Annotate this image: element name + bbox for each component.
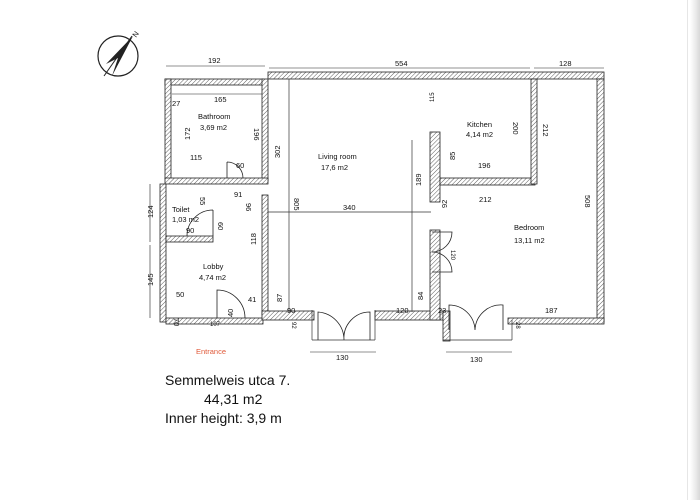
dim-92b: 92 <box>440 200 449 208</box>
room-toilet: Toilet 1,03 m2 <box>172 205 199 224</box>
dim-lobby-41: 41 <box>248 295 256 304</box>
dim-lobby-70: 70 <box>172 318 181 326</box>
room-lobby: Lobby 4,74 m2 <box>199 262 226 282</box>
dim-lobby-107: 107 <box>210 322 221 328</box>
entrance-label: Entrance <box>196 347 226 356</box>
room-kitchen: Kitchen 4,14 m2 <box>466 120 493 139</box>
caption-area: 44,31 m2 <box>204 391 263 407</box>
dim-23: 23 <box>438 306 446 315</box>
room-lobby-name: Lobby <box>203 262 224 271</box>
room-living-area: 17,6 m2 <box>321 163 348 172</box>
dim-212-mid: 212 <box>479 195 492 204</box>
dim-top-left: 192 <box>208 56 221 65</box>
dim-115: 115 <box>430 92 436 102</box>
dim-120-door: 120 <box>449 250 455 261</box>
dimension-lines <box>149 65 604 353</box>
dim-toilet-90: 90 <box>186 226 194 235</box>
dim-120-bottom: 120 <box>396 306 409 315</box>
caption-address: Semmelweis utca 7. <box>165 372 291 388</box>
room-bathroom: Bathroom 3,69 m2 <box>198 112 231 132</box>
dim-top-mid: 554 <box>395 59 408 68</box>
dim-508: 508 <box>583 195 592 208</box>
dim-90: 90 <box>287 306 295 315</box>
dim-lobby-118: 118 <box>249 233 258 245</box>
dim-lobby-50: 50 <box>176 290 184 299</box>
dim-toilet-124: 124 <box>146 205 155 218</box>
dim-85: 85 <box>448 152 457 160</box>
dim-91: 91 <box>234 190 242 199</box>
caption-height: Inner height: 3,9 m <box>165 410 282 426</box>
dim-196: 196 <box>478 161 491 170</box>
north-arrow-icon: N <box>97 29 141 77</box>
doors <box>186 161 504 341</box>
dim-200: 200 <box>511 122 520 135</box>
room-bathroom-name: Bathroom <box>198 112 231 121</box>
dim-130-a: 130 <box>336 353 349 362</box>
room-toilet-area: 1,03 m2 <box>172 215 199 224</box>
dim-340: 340 <box>343 203 356 212</box>
room-living-name: Living room <box>318 152 357 161</box>
room-living-room: Living room 17,6 m2 <box>318 152 357 172</box>
room-bedroom-name: Bedroom <box>514 223 544 232</box>
dim-lobby-40: 40 <box>226 309 235 317</box>
interior-lines <box>268 79 513 341</box>
dim-130-b: 130 <box>470 355 483 364</box>
room-bedroom: Bedroom 13,11 m2 <box>514 223 545 245</box>
dim-187: 187 <box>545 306 558 315</box>
dim-87: 87 <box>275 294 284 302</box>
page-edge-line <box>687 0 688 500</box>
dim-bath-165: 165 <box>214 95 227 104</box>
dim-toilet-55: 55 <box>198 197 207 205</box>
dim-805: 805 <box>292 198 301 211</box>
walls <box>159 71 605 342</box>
room-bathroom-area: 3,69 m2 <box>200 123 227 132</box>
dim-bath-60: 60 <box>236 161 244 170</box>
dim-bath-115: 115 <box>190 153 202 162</box>
room-toilet-name: Toilet <box>172 205 190 214</box>
dim-92: 92 <box>290 322 296 329</box>
dim-212-right: 212 <box>541 124 550 137</box>
dim-lobby-145: 145 <box>146 273 155 286</box>
dim-96: 96 <box>244 203 253 211</box>
dim-bath-196: 196 <box>252 128 261 141</box>
dim-bath-27: 27 <box>172 99 180 108</box>
dim-84: 84 <box>416 292 425 300</box>
page-edge-shadow <box>690 0 700 500</box>
compass-label: N <box>130 29 140 39</box>
dim-302: 302 <box>273 145 282 158</box>
dim-toilet-60: 60 <box>216 222 225 230</box>
dim-189: 189 <box>414 173 423 186</box>
dim-28: 28 <box>514 322 520 329</box>
room-kitchen-area: 4,14 m2 <box>466 130 493 139</box>
room-lobby-area: 4,74 m2 <box>199 273 226 282</box>
dim-top-right: 128 <box>559 59 572 68</box>
room-kitchen-name: Kitchen <box>467 120 492 129</box>
dim-bath-172: 172 <box>183 127 192 140</box>
room-bedroom-area: 13,11 m2 <box>514 236 545 245</box>
